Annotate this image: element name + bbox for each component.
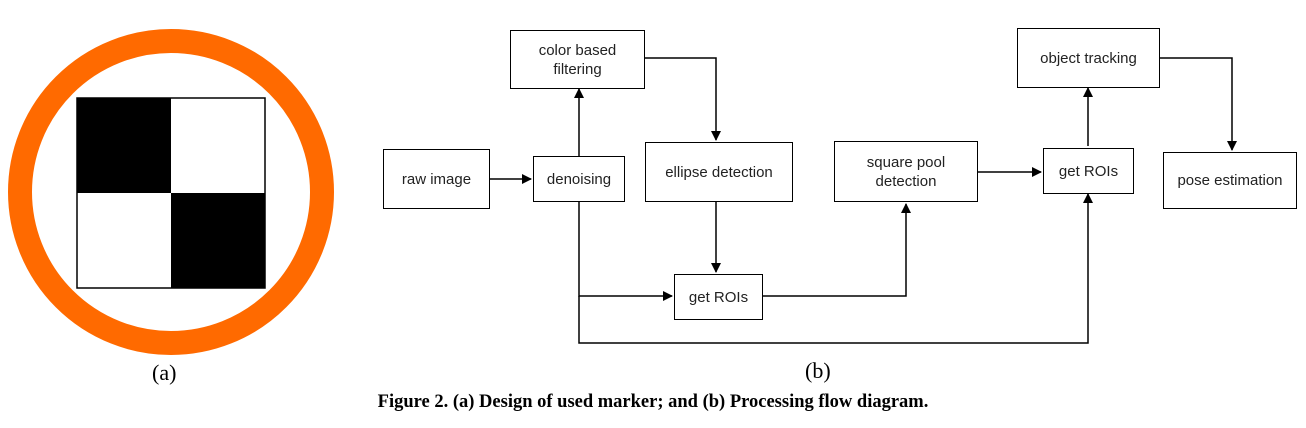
edge-denoise-to-rois (578, 202, 673, 301)
edge-denoise-to-rois2 (578, 193, 1093, 344)
node-get-rois-2: get ROIs (1043, 148, 1134, 194)
marker-label: (a) (152, 360, 177, 385)
edge-color-to-ellipse (645, 57, 721, 141)
node-denoising: denoising (533, 156, 625, 202)
edge-tracking-to-pose (1160, 57, 1237, 151)
node-color-filtering: color based filtering (510, 30, 645, 89)
marker-ring (8, 29, 334, 355)
node-square-pool-detection: square pool detection (834, 141, 978, 202)
node-object-tracking: object tracking (1017, 28, 1160, 88)
edge-rois-to-square (763, 203, 911, 297)
node-pose-estimation: pose estimation (1163, 152, 1297, 209)
marker-black-cell-top-left (77, 98, 171, 193)
figure-caption: Figure 2. (a) Design of used marker; and… (377, 392, 929, 412)
node-raw-image: raw image (383, 149, 490, 209)
marker-black-cell-bottom-right (171, 193, 265, 288)
flow-label: (b) (805, 358, 831, 383)
node-ellipse-detection: ellipse detection (645, 142, 793, 202)
marker-graphic (8, 29, 334, 355)
node-get-rois-1: get ROIs (674, 274, 763, 320)
